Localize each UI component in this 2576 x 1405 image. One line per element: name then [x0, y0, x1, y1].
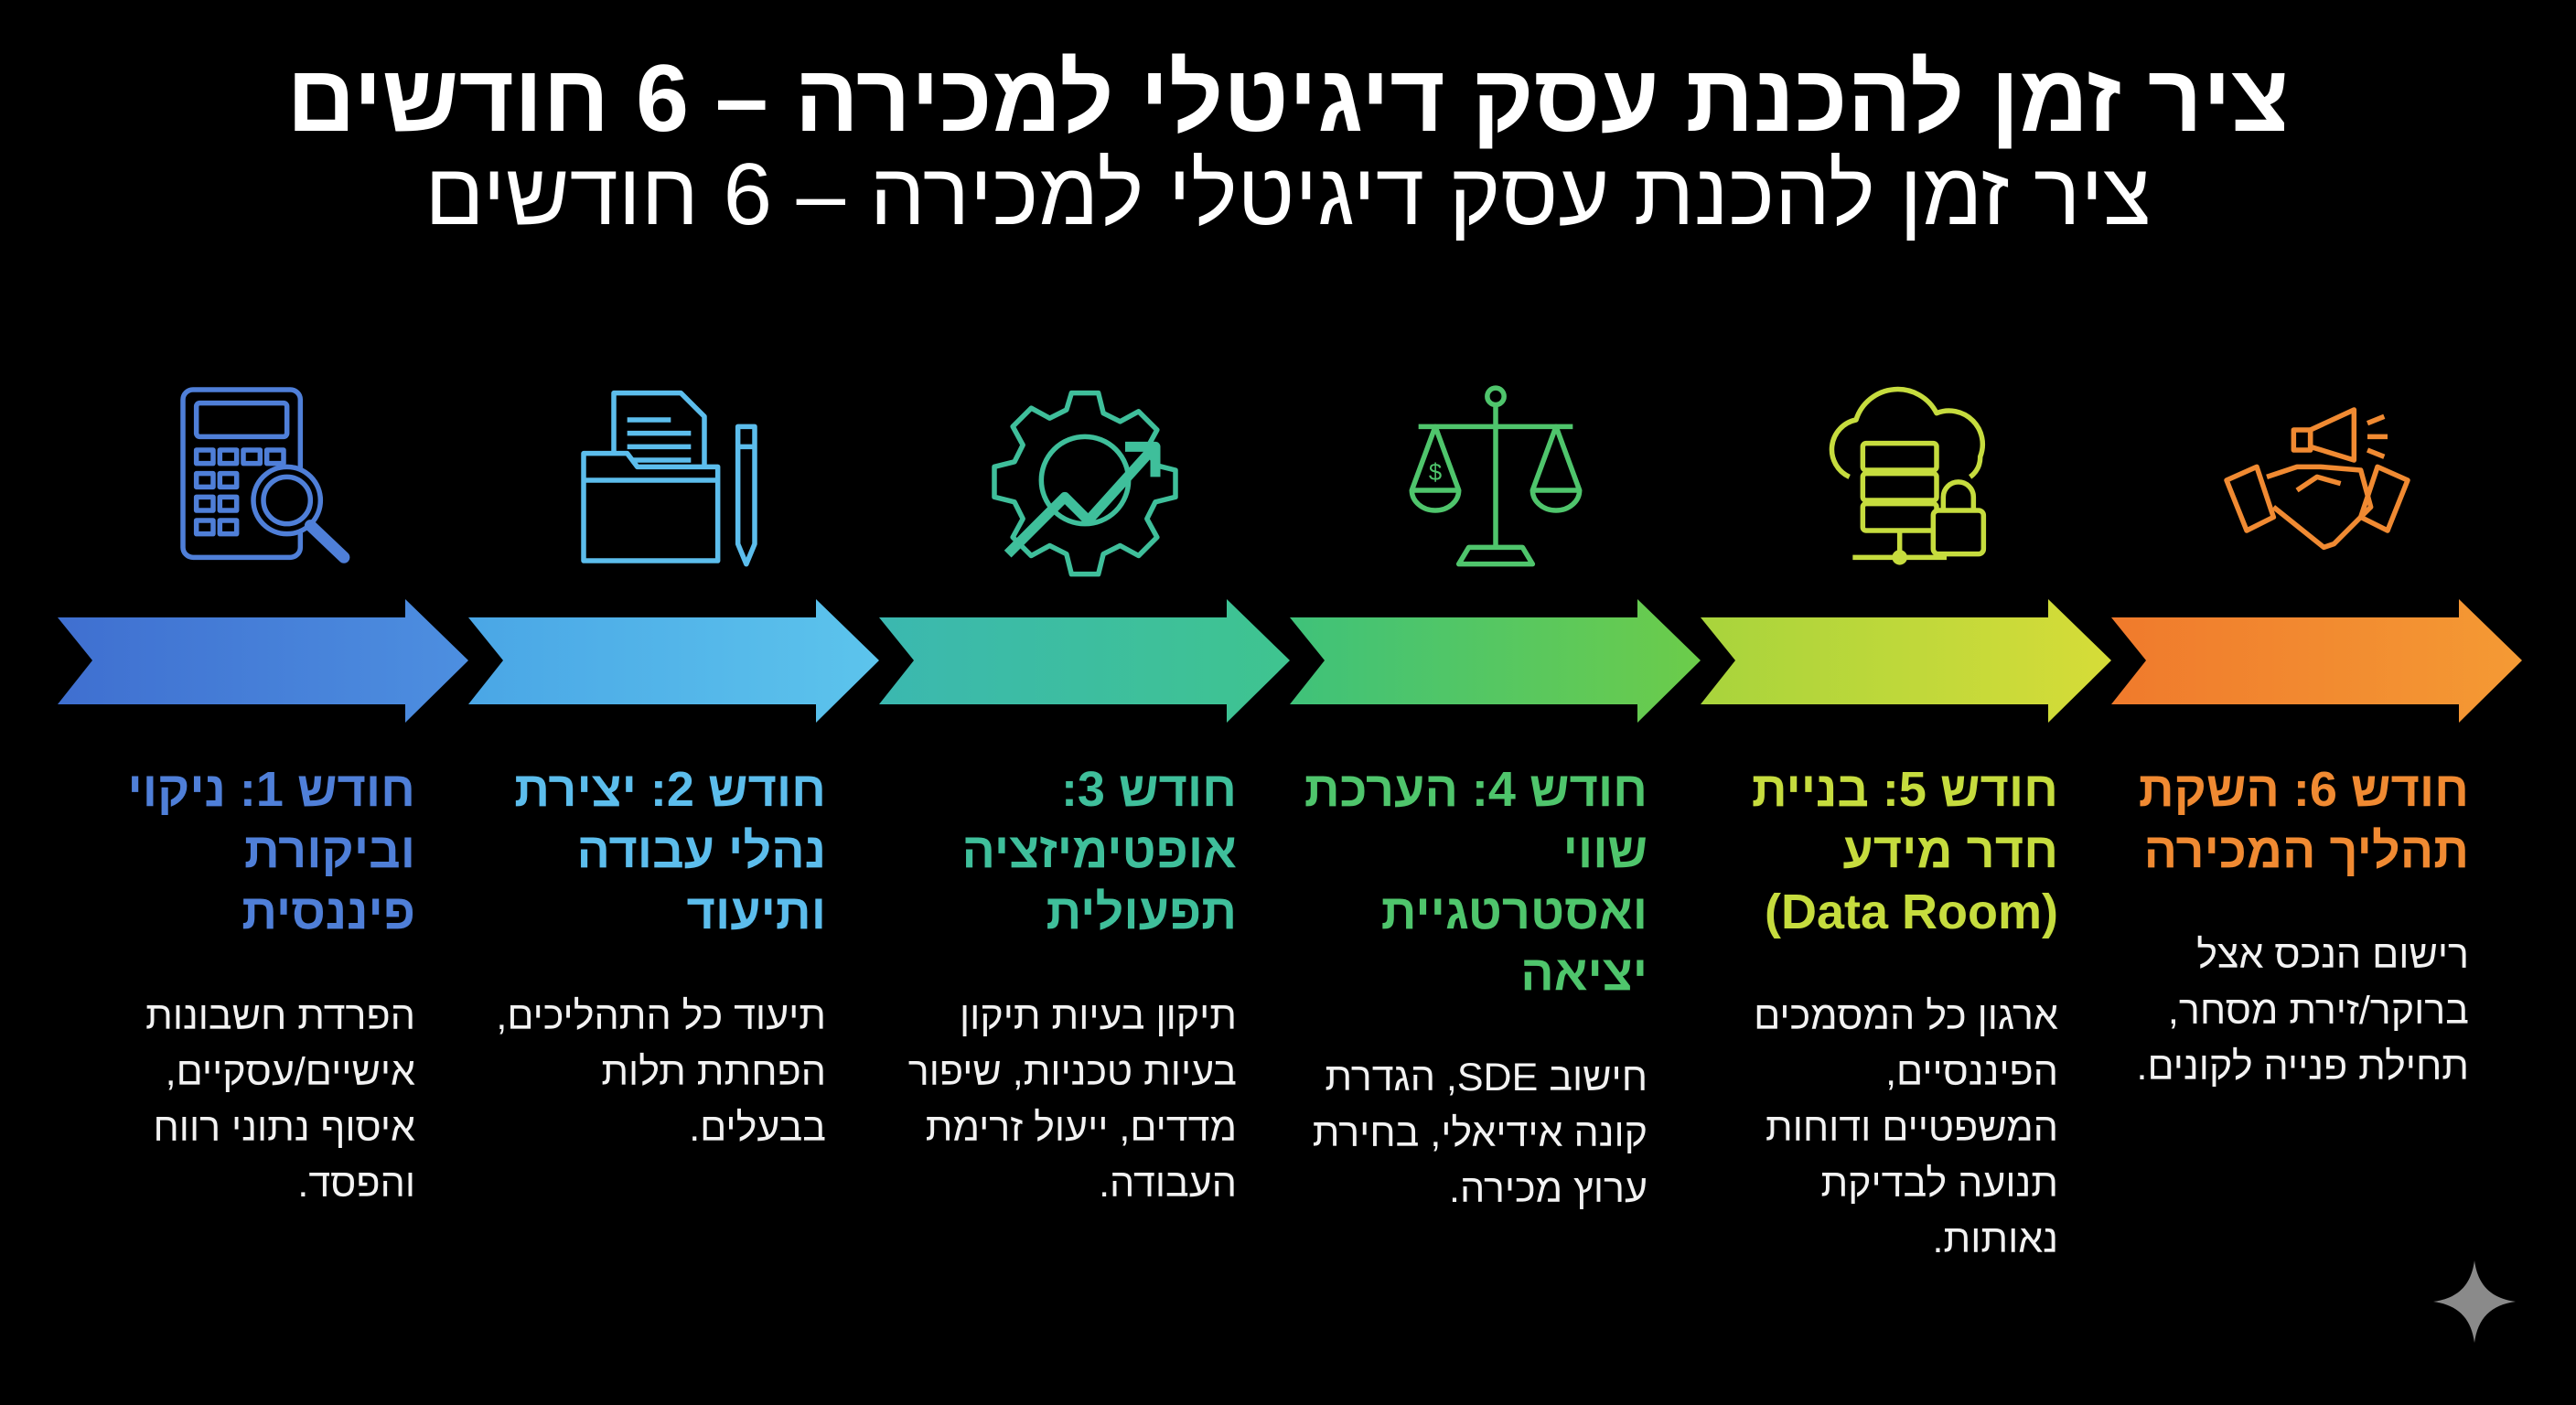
timeline-arrow-3 [879, 599, 1290, 723]
step-description: רישום הנכס אצל ברוקר/זירת מסחר, תחילת פנ… [2136, 933, 2469, 1089]
scales-icon: $ [1290, 380, 1701, 581]
timeline-arrow-1 [58, 599, 468, 723]
cloud-server-lock-icon [1701, 380, 2111, 581]
sparkle-icon [2433, 1260, 2516, 1343]
step-title: חודש 6: השקת תהליך המכירה [2138, 762, 2469, 878]
step-month-6: חודש 6: השקת תהליך המכירה רישום הנכס אצל… [2111, 759, 2522, 1268]
step-title: חודש 4: הערכת שווי ואסטרטגיית יציאה [1304, 762, 1648, 1001]
handshake-megaphone-icon [2111, 380, 2522, 581]
timeline-arrow-5 [1701, 599, 2111, 723]
step-title: חודש 1: ניקוי וביקורת פיננסית [127, 762, 415, 939]
step-description: תיעוד כל התהליכים, הפחתת תלות בבעלים. [496, 994, 826, 1150]
icon-row: $ [58, 380, 2522, 581]
timeline-arrow-6 [2111, 599, 2522, 723]
svg-text:$: $ [1428, 460, 1441, 486]
title-light: ציר זמן להכנת עסק דיגיטלי למכירה – 6 חוד… [424, 145, 2152, 243]
timeline-arrow-4 [1290, 599, 1701, 723]
step-title: חודש 2: יצירת נהלי עבודה ותיעוד [514, 762, 826, 939]
step-month-4: חודש 4: הערכת שווי ואסטרטגיית יציאה חישו… [1290, 759, 1701, 1268]
step-description: חישוב SDE, הגדרת קונה אידיאלי, בחירת ערו… [1312, 1056, 1648, 1211]
step-month-2: חודש 2: יצירת נהלי עבודה ותיעוד תיעוד כל… [468, 759, 879, 1268]
documents-folder-pen-icon [468, 380, 879, 581]
calculator-magnifier-icon [58, 380, 468, 581]
step-month-3: חודש 3: אופטימיזציה תפעולית תיקון בעיות … [879, 759, 1290, 1268]
timeline-arrow-2 [468, 599, 879, 723]
step-description: תיקון בעיות תיקון בעיות טכניות, שיפור מד… [907, 994, 1237, 1206]
step-title: חודש 3: אופטימיזציה תפעולית [961, 762, 1237, 939]
step-description: הפרדת חשבונות אישיים/עסקיים, איסוף נתוני… [145, 994, 415, 1206]
gear-growth-icon [879, 380, 1290, 581]
timeline-arrows [58, 599, 2522, 723]
step-month-5: חודש 5: בניית חדר מידע (Data Room) ארגון… [1701, 759, 2111, 1268]
step-month-1: חודש 1: ניקוי וביקורת פיננסית הפרדת חשבו… [58, 759, 468, 1268]
step-title: חודש 5: בניית חדר מידע (Data Room) [1751, 762, 2058, 939]
step-description: ארגון כל המסמכים הפיננסיים, המשפטיים ודו… [1754, 994, 2058, 1261]
timeline-steps: חודש 1: ניקוי וביקורת פיננסית הפרדת חשבו… [58, 759, 2522, 1268]
title-bold: ציר זמן להכנת עסק דיגיטלי למכירה – 6 חוד… [286, 46, 2290, 152]
